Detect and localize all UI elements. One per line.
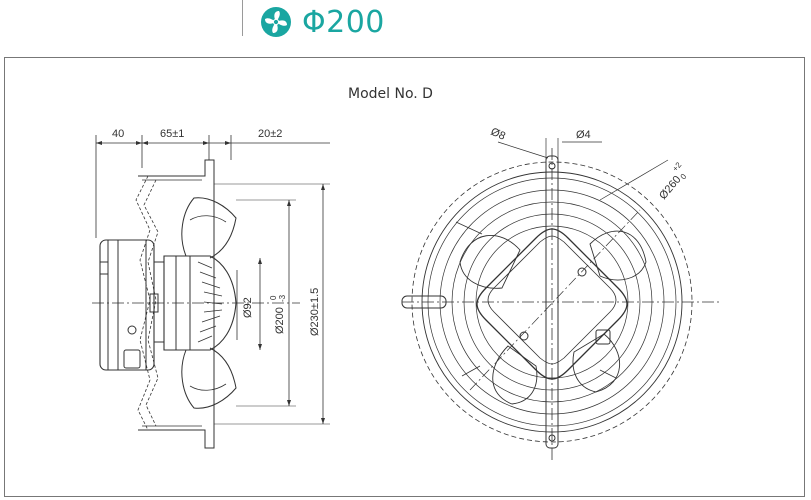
fan-icon — [261, 7, 291, 37]
dim-side-blade-tol-upper: 0 — [269, 295, 278, 300]
dim-front-outer-tol-lower: 0 — [679, 172, 689, 182]
drawing-frame — [4, 57, 805, 497]
dim-front-outer: Ø260 — [657, 174, 683, 202]
dim-side-blade-tol-lower: -3 — [278, 294, 287, 302]
model-label: Model No. D — [348, 86, 433, 102]
dim-side-blade: Ø200 — [274, 307, 286, 334]
header: Φ200 — [260, 4, 385, 40]
dim-front-hole: Ø8 — [489, 126, 507, 143]
side-view — [92, 135, 330, 449]
dim-front-wire: Ø4 — [576, 129, 591, 141]
dim-side-65: 65±1 — [160, 128, 184, 140]
dim-side-hub: Ø92 — [242, 297, 254, 318]
dim-side-40: 40 — [112, 128, 124, 140]
dim-side-guard: Ø230±1.5 — [309, 288, 321, 336]
header-divider — [242, 0, 243, 36]
dim-front-outer-tol-upper: +2 — [671, 160, 684, 173]
page-title: Φ200 — [302, 4, 385, 40]
dim-side-20: 20±2 — [258, 128, 282, 140]
front-view — [401, 138, 722, 460]
